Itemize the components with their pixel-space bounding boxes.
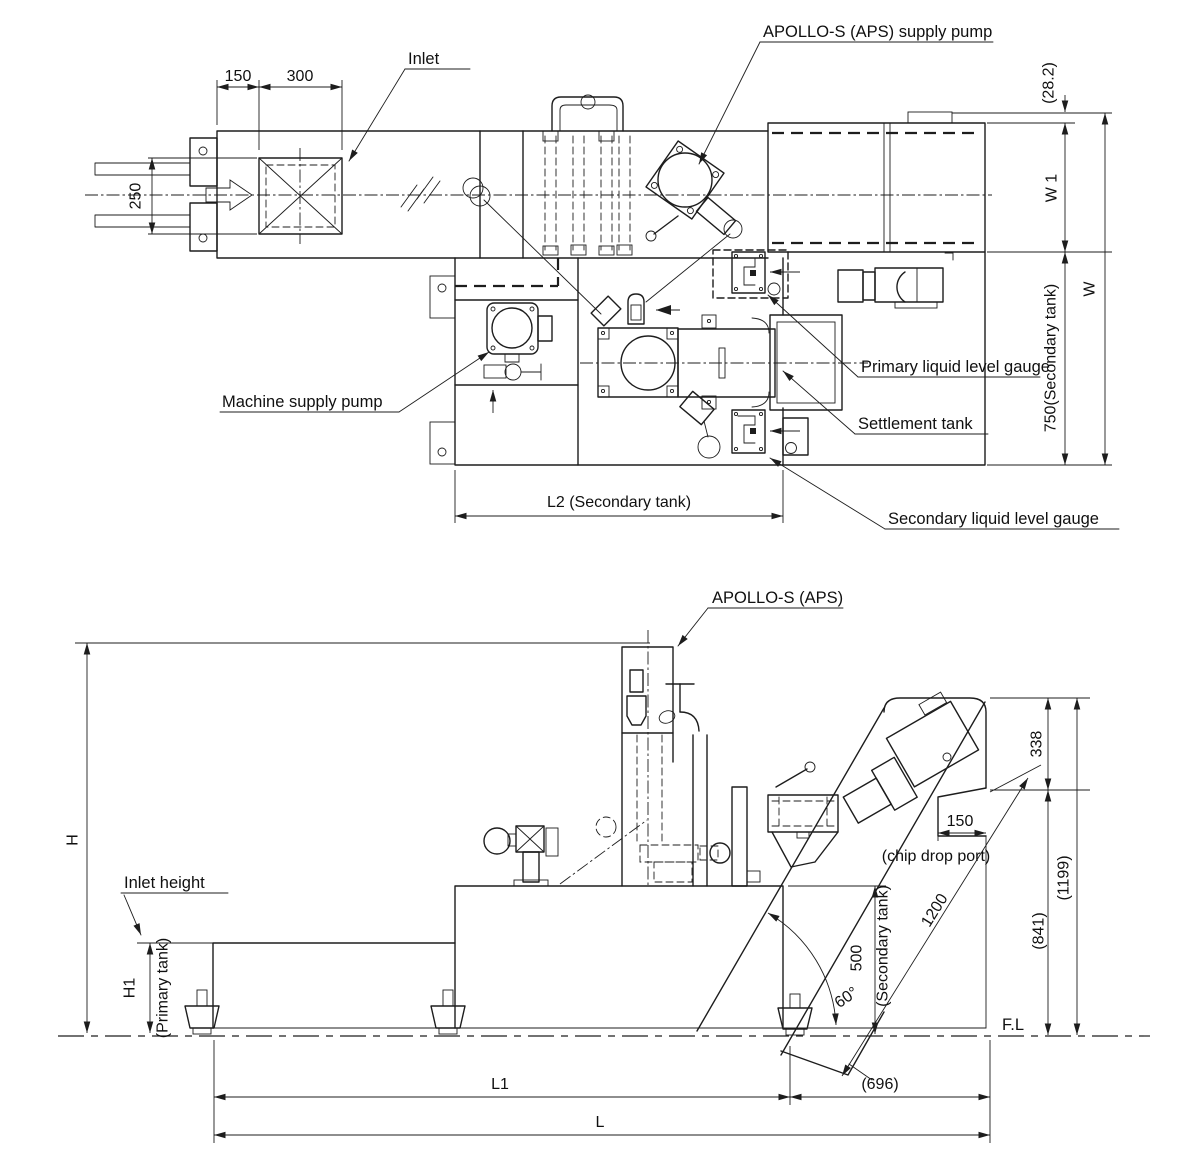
dim-338: 338 — [1029, 731, 1046, 758]
dim-250-plan: 250 — [128, 183, 145, 210]
side-inclined-conveyor — [696, 691, 987, 1076]
label-secondary-gauge: Secondary liquid level gauge — [888, 510, 1099, 528]
dim-60-degrees: 60° — [832, 984, 862, 1012]
plan-trough — [85, 94, 992, 315]
dim-l2: L2 (Secondary tank) — [547, 494, 691, 511]
dim-300-plan: 300 — [287, 68, 314, 85]
side-view: H H1 (Primary tank) 338 (841) (1199) 500… — [58, 589, 1150, 1143]
dim-w1: W 1 — [1044, 174, 1061, 203]
dim-1200: 1200 — [918, 891, 951, 930]
dim-500: 500 — [849, 945, 866, 972]
dim-l1: L1 — [491, 1076, 509, 1093]
plan-secondary-gauge — [731, 409, 809, 456]
dim-l: L — [596, 1114, 605, 1131]
side-dimensions: H H1 (Primary tank) 338 (841) (1199) 500… — [65, 642, 1090, 1143]
plan-primary-gauge — [712, 249, 800, 299]
label-apollo-s: APOLLO-S (APS) — [712, 589, 843, 607]
label-settlement-tank: Settlement tank — [858, 415, 973, 433]
dim-750-secondary-tank: 750(Secondary tank) — [1043, 284, 1060, 433]
dim-150-chip: 150 — [947, 813, 974, 830]
label-fl: F.L — [1002, 1016, 1024, 1034]
label-machine-supply-pump: Machine supply pump — [222, 393, 383, 411]
dim-696: (696) — [861, 1076, 898, 1093]
plan-machine-supply-pump — [483, 302, 553, 413]
dim-1199: (1199) — [1056, 855, 1073, 900]
side-labels: APOLLO-S (APS) Inlet height — [120, 589, 844, 936]
dim-h: H — [65, 834, 82, 846]
plan-aps-supply-pump — [645, 140, 743, 303]
dim-secondary-tank: (Secondary tank) — [875, 885, 892, 1007]
dim-841: (841) — [1031, 912, 1048, 949]
dim-h1: H1 — [122, 978, 139, 999]
plan-tank — [429, 251, 986, 466]
dim-primary-tank: (Primary tank) — [155, 938, 172, 1038]
side-machine-pump — [483, 816, 648, 887]
dim-150-plan: 150 — [225, 68, 252, 85]
label-inlet-height: Inlet height — [124, 874, 205, 892]
side-chip-box — [767, 761, 839, 868]
side-tanks — [212, 885, 784, 1029]
plan-view: 150 300 250 (28.2) W 1 750(Secondary tan… — [85, 23, 1120, 530]
dim-28-2: (28.2) — [1041, 62, 1058, 104]
side-aps-tower — [621, 630, 761, 887]
flow-arrow-icon — [205, 179, 253, 211]
label-primary-gauge: Primary liquid level gauge — [861, 358, 1050, 376]
break-symbol-icon — [400, 176, 441, 212]
label-aps-supply-pump: APOLLO-S (APS) supply pump — [763, 23, 992, 41]
dim-w: W — [1082, 281, 1099, 297]
label-inlet: Inlet — [408, 50, 440, 68]
plan-labels: APOLLO-S (APS) supply pump Inlet Machine… — [219, 23, 1120, 530]
plan-conveyor-discharge — [767, 111, 986, 309]
plan-central-pump — [580, 293, 868, 459]
label-chip-drop-port: (chip drop port) — [882, 848, 991, 865]
plan-dimensions: 150 300 250 (28.2) W 1 750(Secondary tan… — [128, 62, 1112, 523]
